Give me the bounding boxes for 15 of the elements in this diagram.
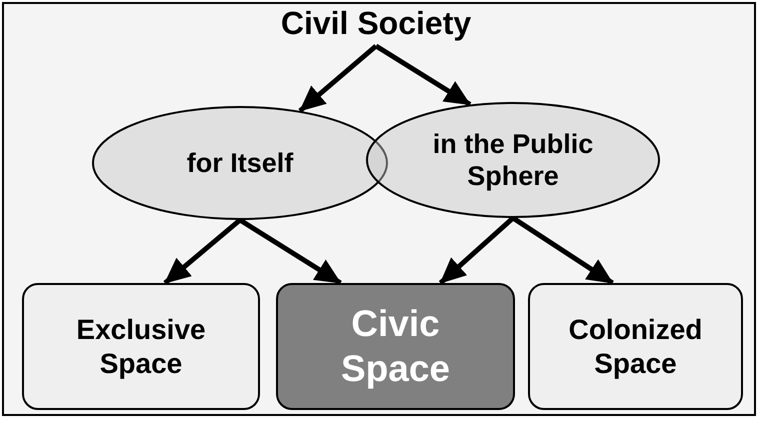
arrow xyxy=(298,44,378,113)
rounded-box xyxy=(528,283,743,410)
rounded-box xyxy=(276,283,515,410)
node-label: Colonized Space xyxy=(568,312,704,380)
title-text: Civil Society xyxy=(280,4,472,42)
arrow xyxy=(238,218,342,286)
rounded-box xyxy=(22,283,260,410)
node-label: Civic Space xyxy=(340,302,451,391)
arrow xyxy=(374,44,472,107)
arrow xyxy=(438,216,515,285)
node-label: in the Public Sphere xyxy=(432,128,594,192)
arrow xyxy=(512,216,614,286)
arrow xyxy=(163,218,242,285)
node-label: for Itself xyxy=(186,146,294,180)
node-label: Exclusive Space xyxy=(75,312,207,380)
